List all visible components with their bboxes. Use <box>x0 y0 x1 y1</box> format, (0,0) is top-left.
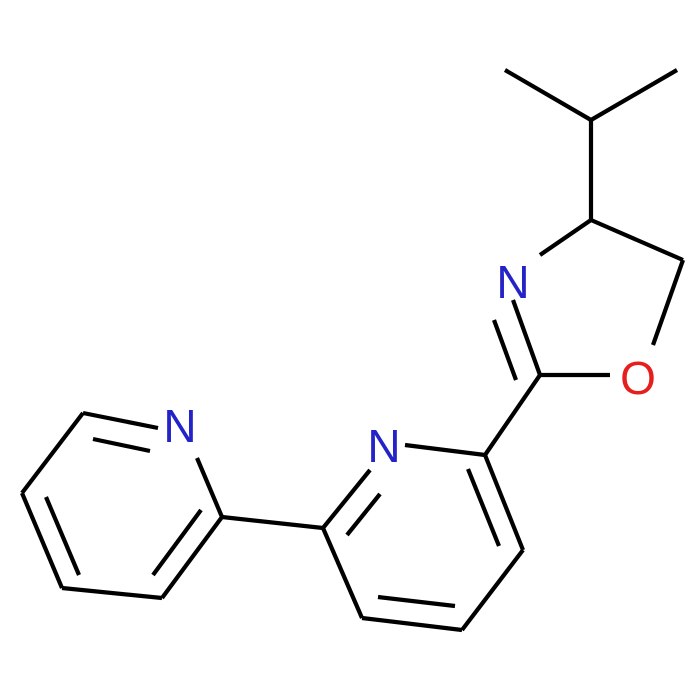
bond-methyl-left <box>503 68 593 122</box>
bond-methyl-right <box>589 68 679 122</box>
bond-py-c4-c5 <box>460 548 525 632</box>
atom-label-n-oxazoline: N <box>496 256 529 308</box>
bond-n-c2 <box>511 299 542 376</box>
bond-py-n-c2-double <box>345 492 382 537</box>
bond-py-c5-c6-double <box>466 468 501 547</box>
bond-tp-c5-c4-double <box>44 496 81 576</box>
bond-n-c2-double <box>492 319 518 381</box>
bond-py-c3-c4 <box>361 615 463 633</box>
bond-biaryl <box>221 514 324 531</box>
bond-c4-c5 <box>590 218 684 262</box>
bond-py-c6-n <box>404 442 486 458</box>
bond-py-n-c2 <box>321 468 372 530</box>
bond-c4-n <box>538 218 593 257</box>
bond-tp-n-c6 <box>82 410 159 431</box>
bond-py-c5-c6 <box>483 454 525 551</box>
atom-labels: N O N N <box>163 256 656 472</box>
bond-py-c2-c3 <box>321 527 364 619</box>
bond-tp-c3-c2-double <box>151 508 203 577</box>
atom-label-o-oxazoline: O <box>620 352 656 404</box>
bond-tp-c4-c3 <box>61 585 163 601</box>
bond-c2-pyridine <box>483 373 542 457</box>
atom-label-n-terminal-pyridine: N <box>163 400 196 452</box>
bonds <box>20 68 685 633</box>
bond-tp-c5-c4 <box>20 492 64 589</box>
bond-tp-c6-c5 <box>20 411 85 495</box>
bond-tp-n-c6-double <box>92 436 151 454</box>
bond-tp-c2-n <box>195 457 224 518</box>
bond-py-c3-c4-double <box>377 594 456 609</box>
bond-c5-o <box>651 259 685 346</box>
bond-tp-c3-c2 <box>160 515 224 600</box>
atom-label-n-central-pyridine: N <box>367 420 400 472</box>
